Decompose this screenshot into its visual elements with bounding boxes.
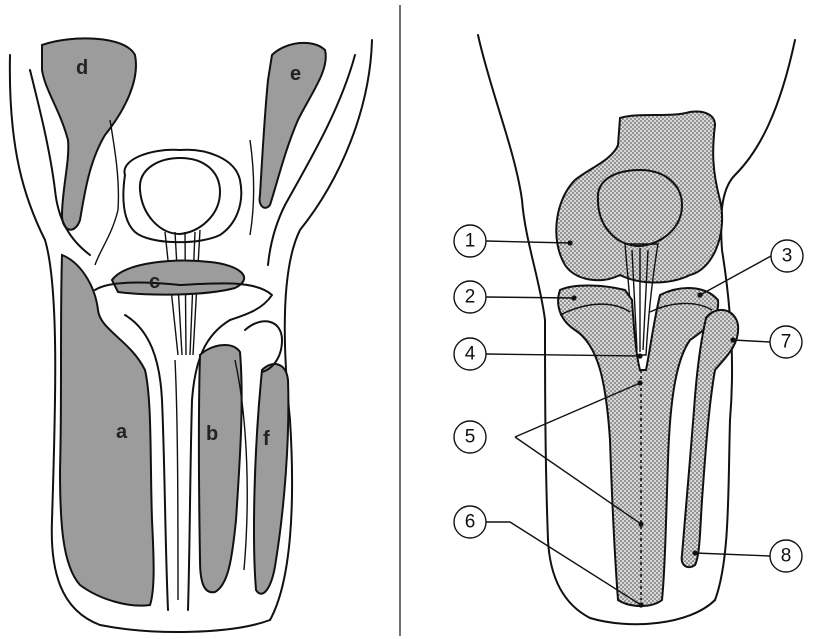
callout-7: 7 [770,326,802,358]
label-f: f [263,428,270,450]
callout-4-text: 4 [465,344,476,365]
callout-2: 2 [454,281,486,313]
label-d: d [76,57,88,79]
dot-6 [638,602,643,607]
label-b: b [206,423,218,445]
callout-6-text: 6 [465,512,476,533]
right-femur [556,112,722,283]
callout-5: 5 [454,421,486,453]
dot-4 [637,353,642,358]
dot-5a [637,380,642,385]
leader-8 [695,553,770,556]
left-tibia-inner [175,360,178,600]
callout-2-text: 2 [465,287,476,308]
callout-1: 1 [454,225,486,257]
dot-1 [567,240,572,245]
label-a: a [116,421,128,443]
dot-2 [571,295,576,300]
label-e: e [290,63,301,85]
leader-7 [733,340,770,342]
leader-3 [700,256,771,295]
callout-5-text: 5 [465,427,476,448]
left-outline-bottom [100,620,270,632]
callout-3-text: 3 [782,246,793,267]
dot-7 [730,337,735,342]
label-c: c [149,271,160,293]
region-a [60,255,154,606]
left-thigh-contour-4 [250,140,254,235]
region-f [254,364,288,594]
callout-8: 8 [770,540,802,572]
left-figure: d e c a b f [10,38,372,632]
leader-2 [486,297,574,298]
dot-8 [692,550,697,555]
left-patella [140,158,220,234]
region-b [199,345,242,592]
callout-7-text: 7 [781,332,792,353]
callout-1-text: 1 [465,231,476,252]
region-c [112,261,244,295]
callout-4: 4 [454,338,486,370]
callout-3: 3 [771,240,803,272]
right-figure: 1 2 3 4 5 6 7 8 [454,35,803,624]
dot-5b [638,521,643,526]
callout-6: 6 [454,506,486,538]
dot-3 [697,292,702,297]
callout-8-text: 8 [781,546,792,567]
